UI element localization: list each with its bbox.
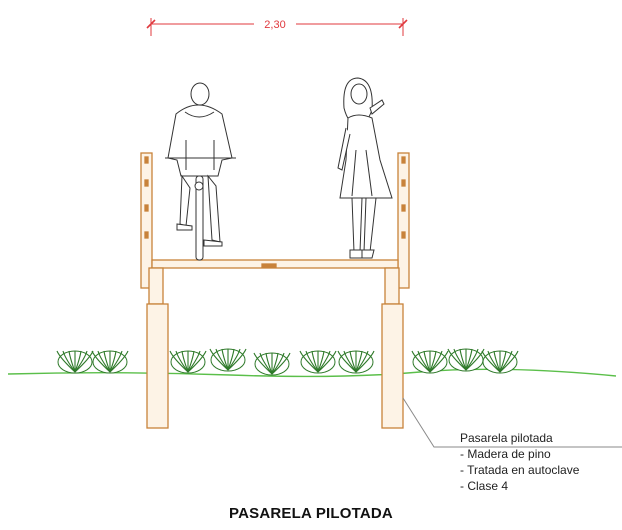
shrub-icon (411, 350, 449, 374)
note-line-2: - Tratada en autoclave (460, 463, 580, 477)
note-heading: Pasarela pilotada (460, 431, 553, 445)
right-pile (381, 303, 404, 429)
right-rail-post (397, 152, 410, 289)
shrub-group (56, 348, 519, 376)
shrub-icon (91, 350, 129, 374)
shrub-icon (299, 350, 337, 374)
shrub-icon (337, 350, 375, 374)
cyclist-figure (165, 82, 236, 261)
left-pile-upper (148, 267, 164, 305)
callout-leader (402, 397, 622, 448)
woman-figure (337, 77, 393, 259)
left-pile (146, 303, 169, 429)
shrub-icon (447, 348, 485, 372)
drawing-title: PASARELA PILOTADA (229, 505, 393, 522)
note-line-3: - Clase 4 (460, 479, 509, 493)
dimension-line (146, 18, 408, 36)
right-pile-upper (384, 267, 400, 305)
shrub-icon (56, 350, 94, 374)
note-line-1: - Madera de pino (460, 447, 551, 461)
material-note: Pasarela pilotada - Madera de pino - Tra… (460, 430, 579, 494)
shrub-icon (481, 350, 519, 374)
walkway-structure (140, 152, 410, 429)
left-rail-post (140, 152, 153, 289)
shrub-icon (169, 350, 207, 374)
shrub-icon (253, 352, 291, 376)
dimension-label: 2,30 (264, 19, 285, 31)
shrub-icon (209, 348, 247, 372)
